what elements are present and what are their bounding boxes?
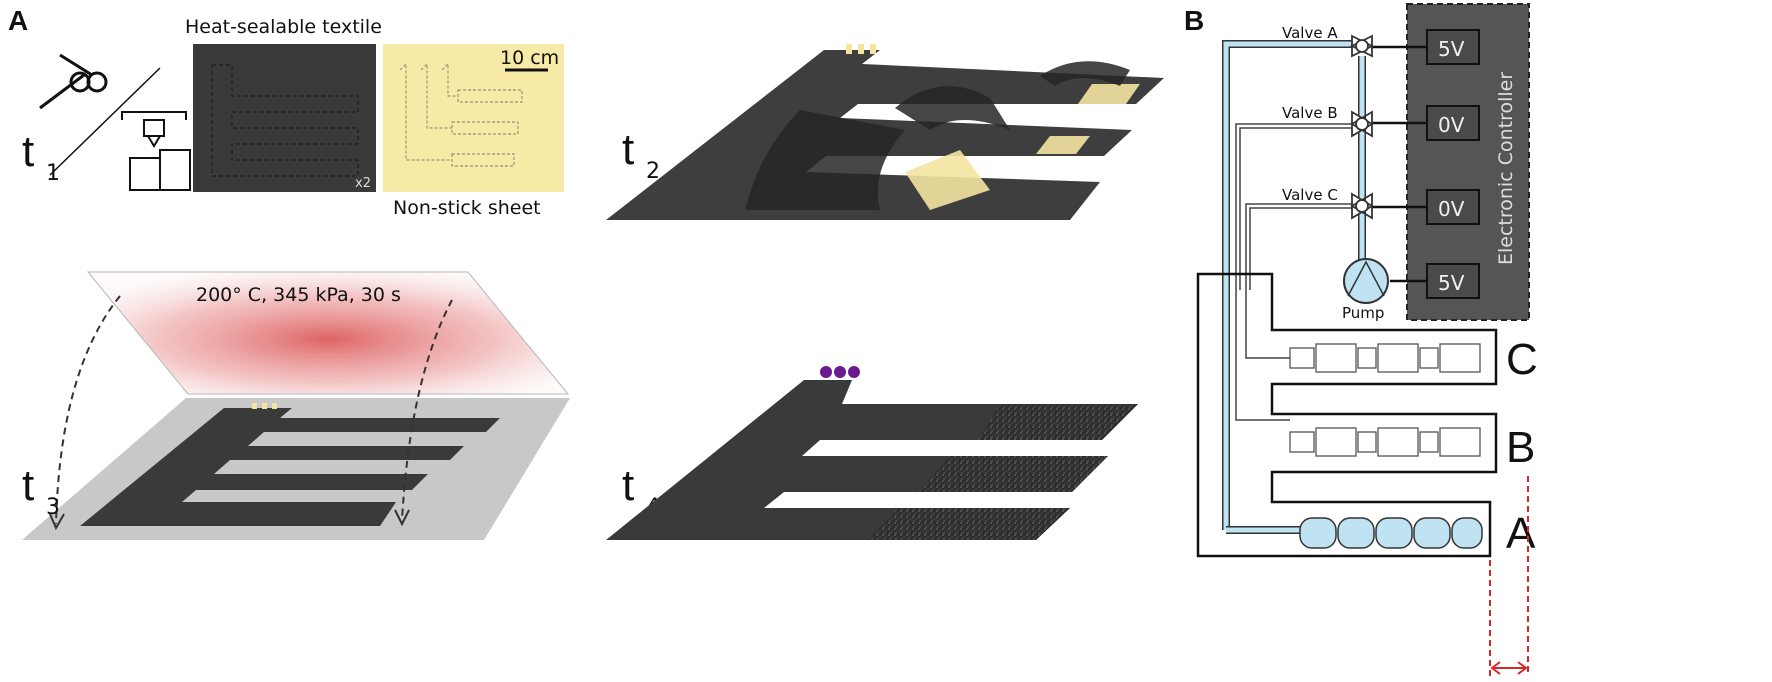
press-conditions: 200° C, 345 kPa, 30 s	[196, 284, 401, 306]
textile-sheet	[193, 44, 376, 192]
pump-icon	[1343, 258, 1389, 304]
press-arrow-right	[401, 299, 453, 521]
supply-tube	[1222, 40, 1366, 534]
sheet-label: Non-stick sheet	[393, 197, 541, 219]
actuator-label-c: C	[1506, 335, 1538, 384]
t2-sheet-pieces	[905, 84, 1140, 210]
step-t3: 200° C, 345 kPa, 30 s t 3	[22, 271, 570, 540]
controller-label: Electronic Controller	[1495, 72, 1517, 265]
press-arrow-left	[55, 295, 121, 525]
step-t1-subscript: 1	[46, 161, 60, 186]
valve-c	[1350, 192, 1374, 220]
voltage-valve-a: 5V	[1438, 37, 1465, 61]
valve-c-label: Valve C	[1282, 186, 1338, 204]
sheet-cut-pattern	[399, 62, 523, 167]
valve-b	[1350, 110, 1374, 138]
panel-label-a: A	[8, 5, 28, 36]
chambers-a-inflated	[1299, 517, 1483, 549]
valve-b-label: Valve B	[1282, 104, 1338, 122]
actuator-outline	[1196, 272, 1498, 558]
step-t1: t 1 x2 Heat-sealable textile	[22, 16, 564, 219]
step-t3-label: t	[22, 461, 34, 510]
voltage-valve-c: 0V	[1438, 197, 1465, 221]
heat-press-plate	[86, 271, 570, 395]
connector-icons	[820, 366, 860, 378]
contraction-dimension	[1489, 476, 1529, 676]
t4-textured-ends	[868, 404, 1138, 540]
valve-a	[1349, 34, 1375, 58]
t3-textile	[80, 408, 500, 526]
step-t2-subscript: 2	[646, 159, 660, 184]
scale-label: 10 cm	[500, 47, 559, 69]
electronic-controller: Electronic Controller 5V 0V 0V 5V	[1406, 3, 1530, 321]
scissors-icon	[39, 53, 108, 110]
pump-label: Pump	[1342, 304, 1384, 322]
chambers-b	[1289, 427, 1481, 457]
actuator-label-b: B	[1506, 423, 1535, 472]
t3-connectors	[252, 403, 277, 409]
divider-line	[49, 67, 161, 176]
step-t2: t 2	[606, 44, 1164, 220]
step-t4: t 4	[606, 366, 1138, 540]
step-t2-label: t	[622, 125, 634, 174]
t2-connectors	[846, 44, 876, 54]
multiplier-label: x2	[355, 176, 371, 191]
chambers-c	[1289, 343, 1481, 373]
control-wires	[1372, 45, 1427, 283]
panel-label-b: B	[1184, 5, 1204, 36]
step-t1-label: t	[22, 127, 34, 176]
step-t4-label: t	[622, 461, 634, 510]
voltage-valve-b: 0V	[1438, 113, 1465, 137]
branch-tubes	[1235, 123, 1352, 421]
actuator-label-a: A	[1506, 509, 1536, 558]
valve-a-label: Valve A	[1282, 24, 1338, 42]
t2-peeling-flaps	[745, 61, 1130, 210]
voltage-pump: 5V	[1438, 271, 1465, 295]
textile-cut-pattern	[211, 64, 359, 177]
textile-label: Heat-sealable textile	[185, 16, 382, 38]
step-t3-subscript: 3	[46, 495, 60, 520]
laser-cutter-icon	[121, 111, 191, 191]
